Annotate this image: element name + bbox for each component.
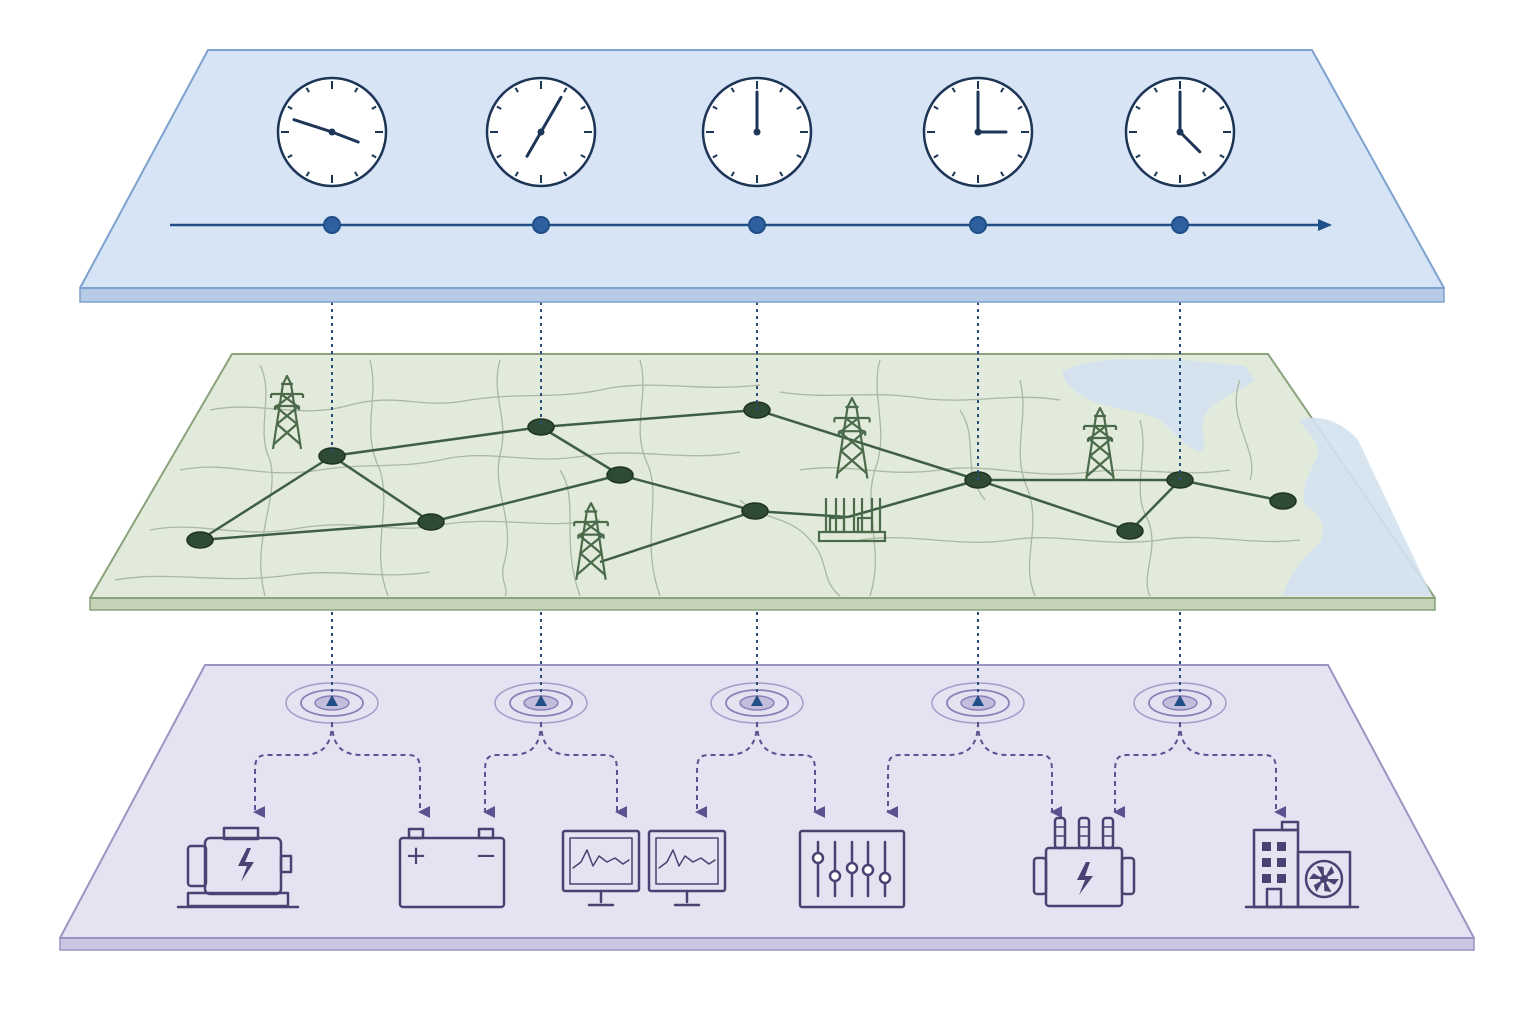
timeline-marker — [532, 216, 550, 234]
clock-icon — [922, 76, 1034, 188]
grid-node — [741, 502, 769, 520]
map-water-areas — [1062, 359, 1432, 596]
grid-connection — [847, 478, 979, 519]
hour-hand — [1178, 130, 1202, 154]
clock-icon — [485, 76, 597, 188]
generator-icon — [176, 826, 300, 909]
region-border — [259, 364, 273, 597]
dispatch-arrow — [886, 721, 979, 818]
transmission-tower-icon — [833, 397, 871, 479]
signal-ripple — [931, 682, 1025, 724]
region-border — [959, 409, 986, 501]
timeline-marker — [323, 216, 341, 234]
clocks — [276, 76, 1236, 188]
monitor-icon — [647, 829, 727, 907]
region-border — [799, 467, 1231, 475]
substation-icon — [817, 498, 887, 543]
dispatch-arrow — [695, 721, 758, 818]
clock-icon — [1124, 76, 1236, 188]
hour-hand — [525, 130, 543, 158]
dispatch-arrow — [331, 721, 430, 818]
dispatch-arrow — [1113, 721, 1181, 818]
grid-node — [1269, 492, 1297, 510]
timeline-markers — [323, 216, 1189, 234]
dispatch-arrow — [253, 721, 333, 818]
grid-connection — [977, 478, 1131, 533]
region-border — [209, 384, 761, 412]
grid-map-layer — [89, 353, 1436, 611]
grid-connection — [540, 408, 758, 429]
grid-node — [527, 418, 555, 436]
transmission-towers — [269, 374, 1118, 580]
slider-control-icon — [798, 829, 906, 909]
region-border — [496, 359, 509, 597]
region-border — [869, 359, 882, 597]
grid-node — [606, 466, 634, 484]
device-icons: +− — [176, 816, 1360, 909]
dispatch-arrow — [1179, 721, 1286, 818]
grid-connection — [540, 425, 621, 477]
battery-minus-symbol: − — [475, 841, 497, 871]
grid-connection — [199, 520, 432, 542]
region-border — [1139, 419, 1153, 597]
region-border — [779, 391, 1061, 401]
region-border — [859, 536, 1301, 543]
transmission-tower-icon — [269, 374, 305, 450]
time-layer — [79, 49, 1445, 303]
grid-connection — [199, 454, 333, 542]
signal-ripples — [285, 682, 1227, 724]
grid-connection — [331, 454, 432, 524]
grid-node — [417, 513, 445, 531]
dispatch-arrow — [540, 721, 627, 818]
clock-icon — [701, 76, 813, 188]
transmission-tower-icon — [1082, 406, 1118, 482]
region-border — [639, 359, 661, 597]
monitor-icon — [561, 829, 641, 907]
timeline-marker — [748, 216, 766, 234]
grid-node — [186, 531, 214, 549]
building-hvac-icon — [1244, 820, 1360, 909]
grid-connection — [1129, 479, 1181, 532]
battery-plus-symbol: + — [405, 841, 427, 871]
region-border — [1235, 379, 1253, 481]
transformer-icon — [1032, 816, 1136, 908]
region-border — [369, 359, 389, 597]
grid-connection — [619, 473, 756, 513]
dispatch-arrows — [253, 721, 1286, 818]
region-border — [179, 451, 741, 474]
dispatch-arrow — [483, 721, 542, 818]
grid-connection — [599, 509, 756, 564]
minute-hand — [539, 95, 563, 134]
region-border — [1019, 379, 1036, 597]
region-border — [559, 469, 581, 597]
transmission-tower-icon — [573, 502, 609, 580]
grid-connection — [1179, 478, 1284, 503]
timeline-marker — [1171, 216, 1189, 234]
battery-icon: +− — [398, 827, 506, 909]
clock-icon — [276, 76, 388, 188]
hour-hand — [330, 130, 360, 144]
grid-node — [318, 447, 346, 465]
grid-connections — [199, 408, 1284, 564]
dispatch-arrow — [756, 721, 825, 818]
grid-connection — [331, 425, 542, 458]
grid-connection — [754, 509, 849, 519]
grid-connection — [430, 473, 621, 524]
map-region-borders — [114, 359, 1301, 597]
grid-connection — [756, 408, 979, 482]
minute-hand — [292, 118, 334, 134]
device-layer: +− — [59, 664, 1475, 951]
timeline-marker — [969, 216, 987, 234]
dispatch-arrow — [977, 721, 1062, 818]
grid-node — [1116, 522, 1144, 540]
